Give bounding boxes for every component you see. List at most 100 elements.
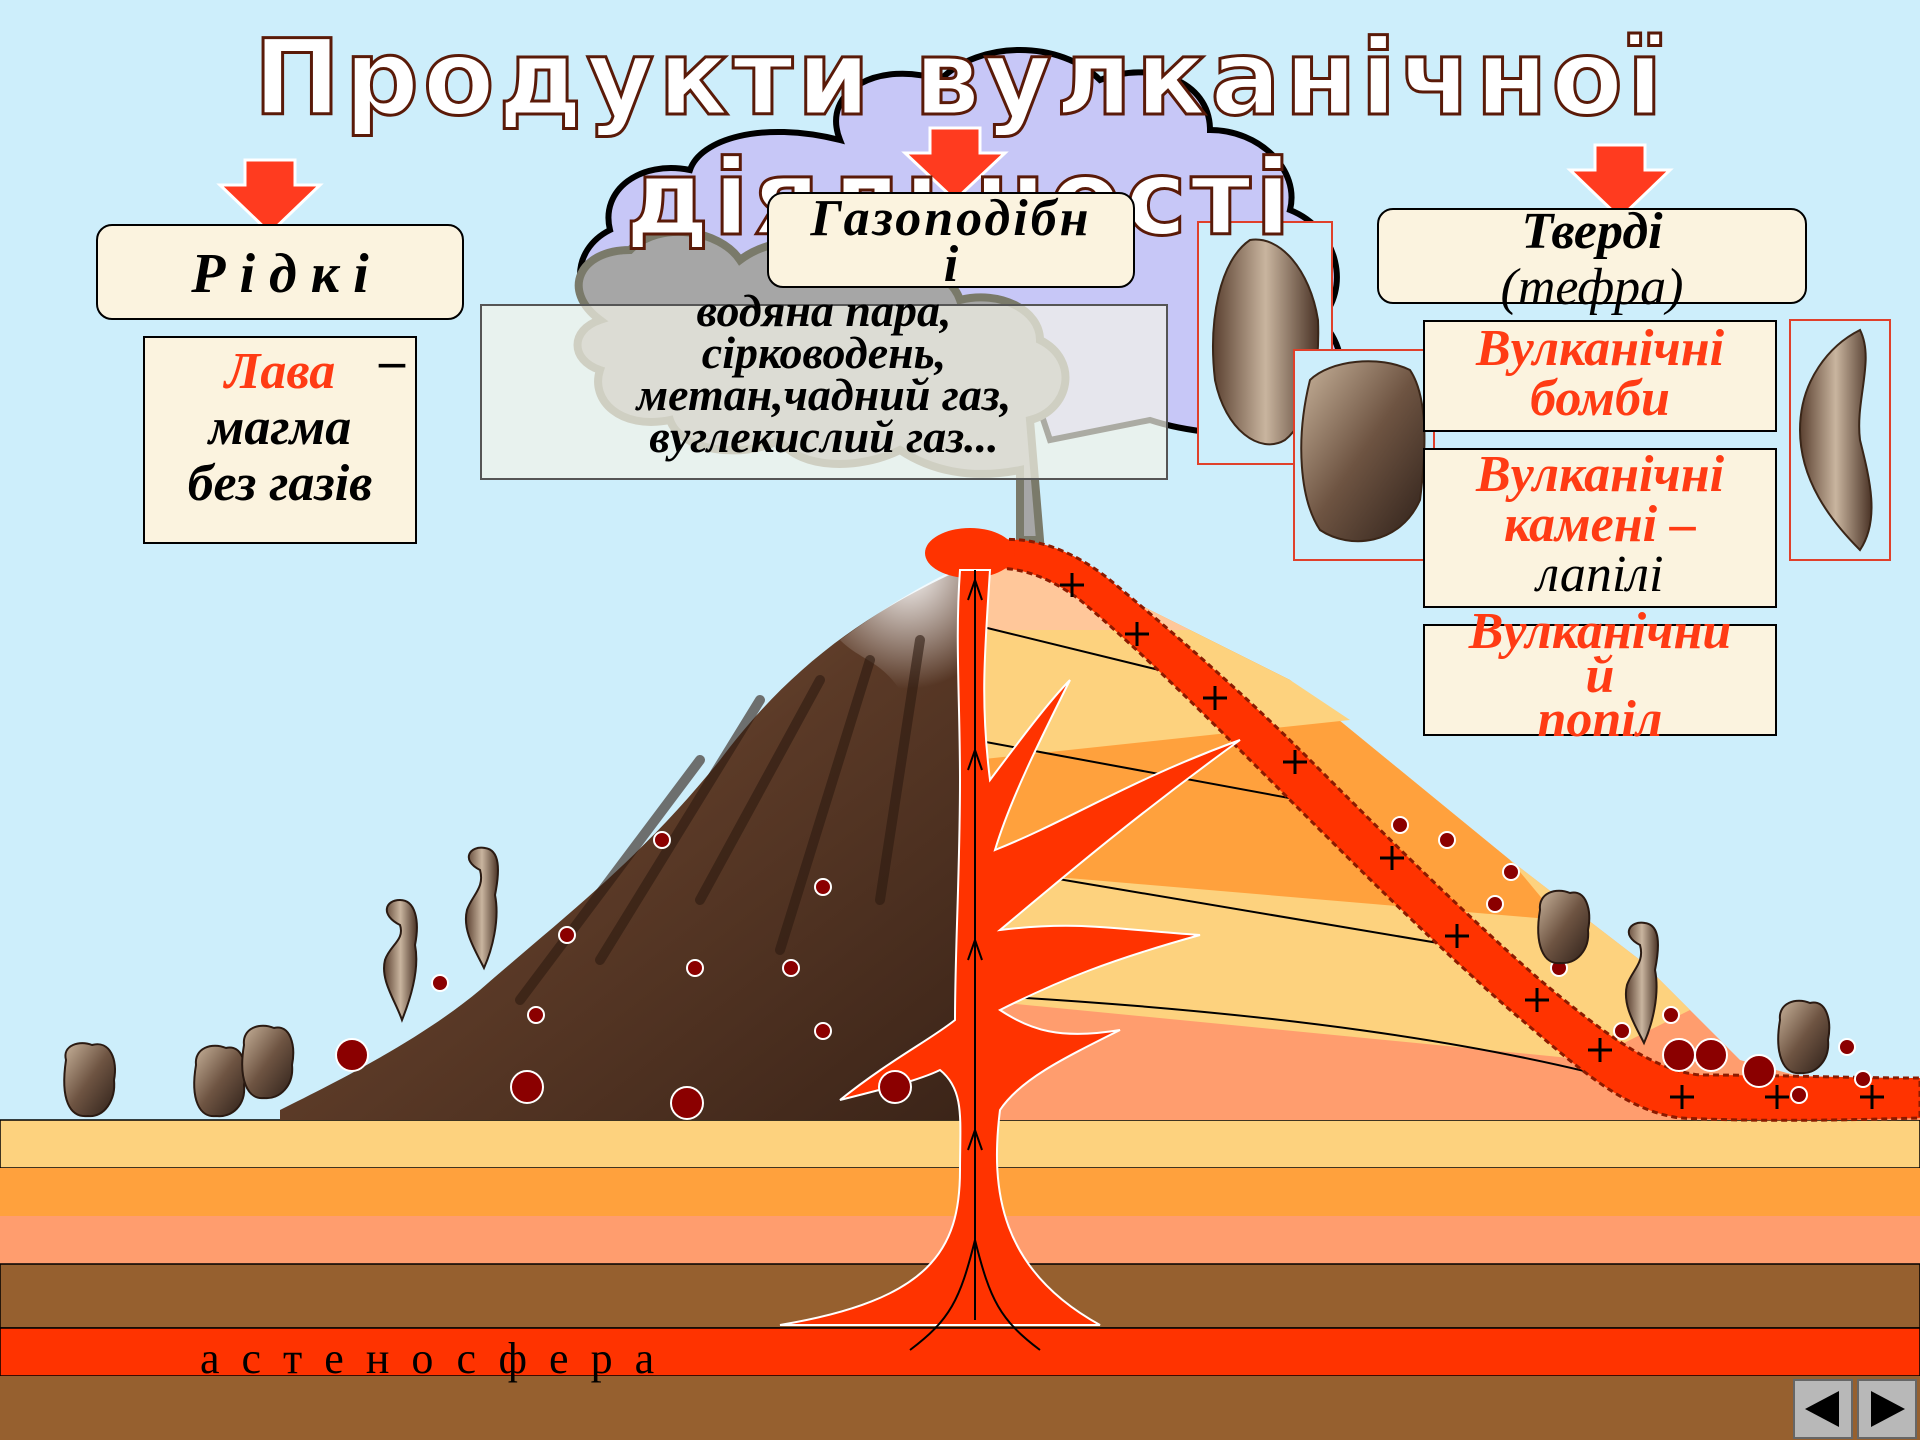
- ash-line: й: [1585, 647, 1615, 704]
- ash-particle: [1662, 1038, 1696, 1072]
- ash-particle: [1742, 1054, 1776, 1088]
- ash-particle: [782, 959, 800, 977]
- bombs-box: Вулканічні бомби: [1423, 320, 1777, 432]
- ash-line: Вулканічни: [1468, 603, 1732, 660]
- down-arrows: [216, 126, 1674, 236]
- solid-heading-box: Тверді (тефра): [1377, 204, 1807, 316]
- ash-particle: [814, 1022, 832, 1040]
- volcanic-rocks: [63, 846, 1831, 1118]
- ash-particle: [814, 878, 832, 896]
- bombs-line: бомби: [1530, 370, 1670, 427]
- stratum-brown-lower: [0, 1376, 1920, 1440]
- plus-icon: [1525, 988, 1549, 1012]
- plus-icon: [1380, 846, 1404, 870]
- plus-icon: [1588, 1038, 1612, 1062]
- next-arrow-icon: [1871, 1391, 1905, 1427]
- lava-definition-box: Лава – магма без газів: [143, 333, 417, 544]
- ash-particle: [1662, 1006, 1680, 1024]
- volcanic-bomb: [1624, 921, 1659, 1046]
- gases-list-box: водяна пара, сірководень, метан,чадний г…: [480, 288, 1168, 480]
- plus-icon: [1060, 573, 1084, 597]
- plus-icons: [1060, 573, 1884, 1109]
- ash-particle: [1438, 831, 1456, 849]
- lapilli-line: камені –: [1503, 496, 1697, 553]
- solid-heading-line: (тефра): [1500, 259, 1684, 316]
- down-arrow-icon: [216, 158, 324, 236]
- ash-particle: [1391, 816, 1409, 834]
- ash-particle: [1694, 1038, 1728, 1072]
- magma-flow-arrow-1: [967, 576, 983, 601]
- lava-dash: –: [379, 333, 405, 390]
- asthenosphere-layer: [0, 1327, 1920, 1377]
- plus-icon: [1765, 1085, 1789, 1109]
- specimen-images: [1197, 221, 1891, 561]
- ash-particle: [653, 831, 671, 849]
- lava-term: Лава: [224, 343, 336, 400]
- plus-icon: [1670, 1085, 1694, 1109]
- bomb-specimen-icon: [1212, 238, 1320, 446]
- magma-flow-arrow-4: [967, 1126, 983, 1151]
- gaseous-heading-line: і: [943, 236, 959, 288]
- ash-particle: [686, 959, 704, 977]
- plus-icon: [1203, 686, 1227, 710]
- magma-root-lines: [909, 1239, 1041, 1351]
- gaseous-heading-box: Газоподібн і: [767, 192, 1135, 288]
- down-arrow-icon: [901, 126, 1009, 203]
- volcanic-stone: [1537, 889, 1591, 965]
- volcanic-stone: [63, 1042, 116, 1118]
- volcanic-bomb: [383, 898, 418, 1023]
- crater-magma: [925, 528, 1015, 578]
- lapilli-line: лапілі: [1536, 546, 1664, 603]
- ash-particle: [510, 1070, 544, 1104]
- solid-heading-line: Тверді: [1521, 203, 1663, 260]
- ash-particle: [670, 1086, 704, 1120]
- volcanic-bomb: [464, 846, 499, 971]
- magma-flow-arrow-3: [967, 936, 983, 961]
- page-title: Продукти вулканічної діяльності: [252, 17, 1667, 260]
- ash-box: Вулканічни й попіл: [1423, 606, 1777, 746]
- previous-slide-button[interactable]: [1793, 1379, 1853, 1439]
- lapilli-box: Вулканічні камені – лапілі: [1423, 448, 1777, 608]
- volcano-snowcap: [840, 565, 975, 720]
- bombs-line: Вулканічні: [1475, 320, 1725, 377]
- ash-particle: [878, 1070, 912, 1104]
- liquid-heading-box: Р і д к і: [96, 224, 464, 320]
- volcanic-stone: [193, 1044, 247, 1118]
- volcanic-stone: [1777, 999, 1831, 1075]
- plus-icon: [1445, 924, 1469, 948]
- down-arrow-icon: [1566, 143, 1674, 221]
- gas-item: вуглекислий газ...: [649, 411, 999, 462]
- lava-flow: [958, 537, 1920, 1122]
- plus-icon: [1860, 1085, 1884, 1109]
- plus-icon: [1283, 750, 1307, 774]
- magma-flow-arrow-2: [967, 746, 983, 771]
- ash-particle: [1838, 1038, 1856, 1056]
- volcanic-stone: [241, 1024, 295, 1100]
- ash-particle: [1486, 895, 1504, 913]
- ash-particle: [431, 974, 449, 992]
- ash-particle: [558, 926, 576, 944]
- gas-item: метан,чадний газ,: [636, 369, 1012, 420]
- lava-definition-line: магма: [208, 399, 352, 456]
- ash-particle: [1502, 863, 1520, 881]
- ash-particle: [335, 1038, 369, 1072]
- bomb-specimen-icon: [1798, 328, 1873, 552]
- next-slide-button[interactable]: [1857, 1379, 1917, 1439]
- magma-conduit: [779, 569, 1241, 1326]
- ash-particle: [1790, 1086, 1808, 1104]
- ash-particle: [1613, 1022, 1631, 1040]
- prev-arrow-icon: [1805, 1391, 1839, 1427]
- gas-item: водяна пара,: [696, 285, 952, 336]
- ash-particle: [527, 1006, 545, 1024]
- liquid-heading: Р і д к і: [191, 243, 369, 305]
- gas-item: сірководень,: [701, 327, 947, 378]
- asthenosphere-label: астеносфера: [200, 1334, 677, 1383]
- lava-definition-line: без газів: [187, 455, 373, 512]
- gaseous-heading-line: Газоподібн: [810, 192, 1092, 247]
- ash-particle: [1854, 1070, 1872, 1088]
- bomb-specimen-icon: [1300, 360, 1426, 543]
- lapilli-line: Вулканічні: [1475, 446, 1725, 503]
- plus-icon: [1125, 622, 1149, 646]
- ash-line: попіл: [1537, 691, 1663, 748]
